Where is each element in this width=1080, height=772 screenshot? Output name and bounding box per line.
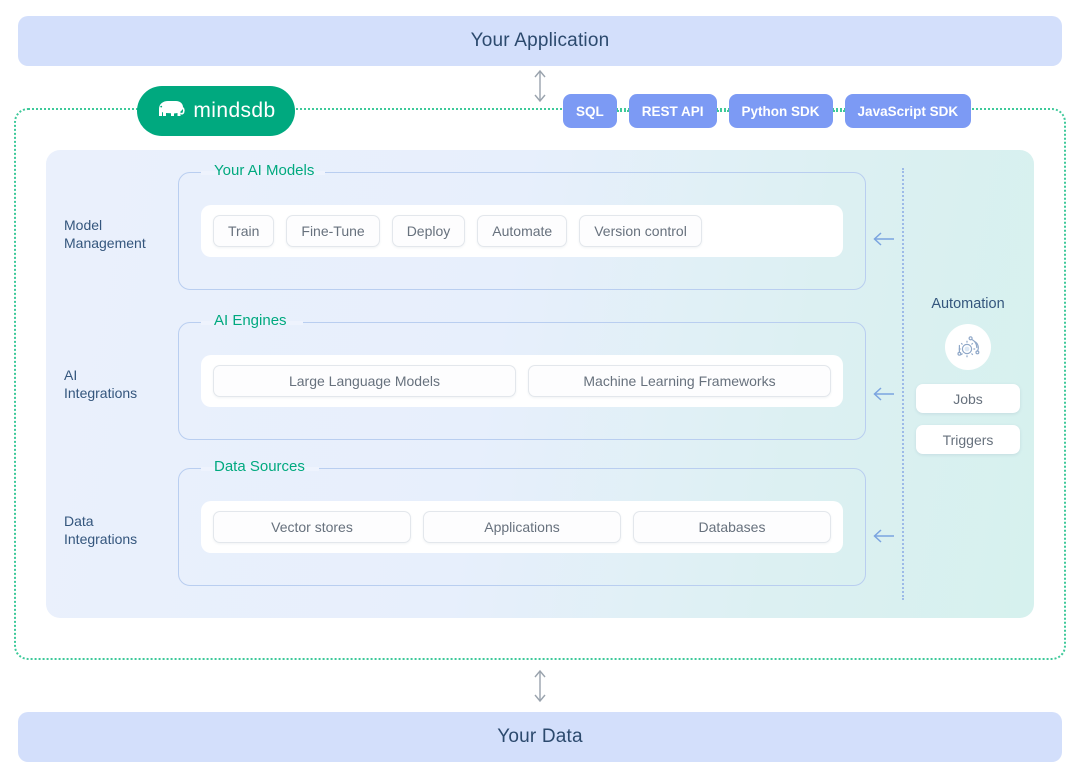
pill-train[interactable]: Train: [213, 215, 275, 247]
chip-connector: [616, 110, 629, 112]
ai-engines-pill-strip: Large Language Models Machine Learning F…: [201, 355, 843, 407]
chip-connector: [716, 110, 729, 112]
pill-vector-stores[interactable]: Vector stores: [213, 511, 411, 543]
your-application-bar: Your Application: [18, 16, 1062, 66]
your-application-label: Your Application: [470, 30, 610, 51]
mindsdb-logo: mindsdb: [137, 86, 295, 136]
interface-chip-rest-api[interactable]: REST API: [628, 94, 717, 128]
automation-divider: [902, 168, 904, 600]
mindsdb-wordmark: mindsdb: [193, 99, 276, 122]
group-your-ai-models: Your AI Models Train Fine-Tune Deploy Au…: [178, 162, 866, 290]
model-management-pill-strip: Train Fine-Tune Deploy Automate Version …: [201, 205, 843, 257]
gear-automation-icon: [945, 324, 991, 370]
group-title-data-sources: Data Sources: [214, 458, 305, 475]
elephant-icon: [156, 98, 186, 125]
pill-fine-tune[interactable]: Fine-Tune: [286, 215, 380, 247]
left-arrow-data-icon: [872, 527, 896, 545]
pill-deploy[interactable]: Deploy: [391, 215, 466, 247]
your-data-bar: Your Data: [18, 712, 1062, 762]
chip-connector: [832, 110, 845, 112]
data-sources-pill-strip: Vector stores Applications Databases: [201, 501, 843, 553]
pill-version-control[interactable]: Version control: [579, 215, 702, 247]
automation-column: Automation Jobs Triggers: [910, 296, 1026, 466]
pill-large-language-models[interactable]: Large Language Models: [213, 365, 516, 397]
interface-chip-sql[interactable]: SQL: [563, 94, 617, 128]
double-vertical-arrow-top-icon: [527, 68, 553, 104]
left-arrow-ai-icon: [872, 385, 896, 403]
pill-triggers[interactable]: Triggers: [916, 425, 1020, 454]
interface-chip-python-sdk[interactable]: Python SDK: [728, 94, 833, 128]
pill-jobs[interactable]: Jobs: [916, 384, 1020, 413]
mindsdb-boundary: [14, 108, 1066, 660]
group-title-ai-engines: AI Engines: [214, 312, 287, 329]
group-ai-engines: AI Engines Large Language Models Machine…: [178, 312, 866, 440]
pill-applications[interactable]: Applications: [423, 511, 621, 543]
group-title-your-ai-models: Your AI Models: [214, 162, 315, 179]
your-data-label: Your Data: [497, 726, 583, 747]
left-arrow-model-icon: [872, 230, 896, 248]
pill-databases[interactable]: Databases: [633, 511, 831, 543]
interface-chips-row: SQL REST API Python SDK JavaScript SDK: [563, 94, 972, 128]
pill-automate[interactable]: Automate: [477, 215, 568, 247]
pill-machine-learning-frameworks[interactable]: Machine Learning Frameworks: [528, 365, 831, 397]
automation-title: Automation: [931, 296, 1005, 312]
group-data-sources: Data Sources Vector stores Applications …: [178, 458, 866, 586]
interface-chip-javascript-sdk[interactable]: JavaScript SDK: [844, 94, 972, 128]
double-vertical-arrow-bottom-icon: [527, 668, 553, 704]
